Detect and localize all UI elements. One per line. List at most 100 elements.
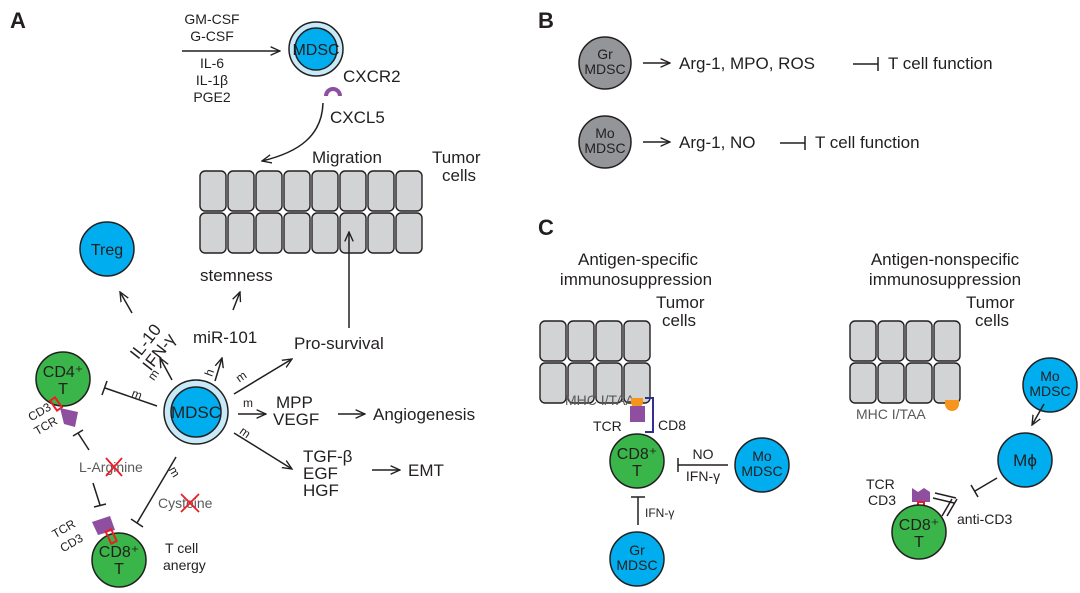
cd4-label: CD4⁺ [43, 364, 83, 381]
mo-to-macrophage-arrow [1032, 403, 1045, 425]
inhibit-bar [101, 380, 108, 396]
cd8-label: CD8⁺ [99, 544, 139, 561]
inducer-gm-csf: GM-CSF [184, 11, 239, 27]
tumor-cell [877, 320, 905, 362]
tumor-cell [283, 170, 311, 212]
tumor-cell [367, 212, 395, 254]
left-cd8-t-cell [609, 433, 665, 489]
tumor-cells-a [199, 170, 423, 254]
tumor-cell [567, 320, 595, 362]
mdsc-inhibit-cd4 [104, 387, 158, 407]
panel-b-label: B [538, 8, 554, 33]
tumor-cell [227, 170, 255, 212]
prosurvival-label: Pro-survival [294, 334, 384, 353]
right-tumor-label-line2: cells [975, 311, 1009, 330]
mo-label: Mo [595, 125, 615, 141]
antigen-icon [631, 398, 643, 408]
right-tumor-label-line1: Tumor [966, 293, 1015, 312]
cd8-label: CD8⁺ [899, 517, 939, 534]
tumor-cell [933, 320, 961, 362]
left-title-line2: immunosuppression [560, 270, 712, 289]
mark-m: m [237, 424, 253, 441]
cd3-red-icon [104, 527, 119, 545]
stemness-arrow [233, 292, 240, 311]
left-tumor-cells [539, 320, 651, 404]
cd4-t-cell [35, 351, 91, 407]
macrophage-inhibit-line [974, 477, 998, 492]
antigen-nonspecific-section: Antigen-nonspecific immunosuppression Tu… [849, 250, 1078, 560]
inhibit-bar [130, 518, 144, 528]
tumor-cell [877, 362, 905, 404]
tumor-cell [539, 320, 567, 362]
hgf-label: HGF [303, 481, 339, 500]
il10-ifn-labels: IL-10 IFN-γ [126, 320, 179, 374]
gr-target: T cell function [888, 54, 993, 73]
cd8-label: CD8⁺ [617, 446, 657, 463]
mo-mdsc-cell [578, 115, 632, 169]
mir101-label: miR-101 [193, 328, 257, 347]
cxcr2-receptor-icon [324, 87, 342, 96]
gr-mdsc-row: Gr MDSC Arg-1, MPO, ROS T cell function [578, 36, 993, 90]
emt-label: EMT [408, 461, 444, 480]
larg-inhibit-bottom [92, 482, 101, 506]
anti-cd3-antibody-icon [932, 492, 958, 517]
mo-mdsc-row: Mo MDSC Arg-1, NO T cell function [578, 115, 920, 169]
migration-arrow [262, 102, 324, 161]
tumor-cell [905, 320, 933, 362]
mo-label: Mo [752, 448, 772, 464]
panel-a-label: A [10, 8, 26, 33]
ifn-gamma-label: IFN-γ [645, 506, 674, 520]
panel-b: B Gr MDSC Arg-1, MPO, ROS T cell functio… [538, 8, 993, 169]
ifn-gamma-label: IFN-γ [686, 468, 720, 484]
tcr-label: TCR [866, 476, 895, 492]
inducer-g-csf: G-CSF [190, 28, 234, 44]
cd8-coreceptor-label: CD8 [658, 417, 686, 433]
tcr-purple-icon [630, 406, 645, 422]
no-label: NO [693, 446, 714, 462]
tumor-cell [199, 170, 227, 212]
mark-m: m [243, 396, 253, 410]
right-cd8-t-cell [891, 504, 947, 560]
left-gr-mdsc-cell [609, 531, 665, 587]
inhibit-bar [72, 429, 84, 437]
gr-mdsc-cell [578, 36, 632, 90]
tumor-cell [395, 212, 423, 254]
tumor-cell [311, 170, 339, 212]
tumor-cell [933, 362, 961, 404]
tcr-purple-icon [60, 408, 78, 427]
tumor-cell [367, 170, 395, 212]
right-title-line2: immunosuppression [869, 270, 1021, 289]
mark-m: m [130, 386, 144, 403]
left-mo-mdsc-cell [734, 437, 790, 493]
left-tumor-label-line2: cells [662, 311, 696, 330]
inhibit-bar [970, 484, 979, 498]
mdsc-label: MDSC [741, 463, 782, 479]
cd8-t-cell [91, 532, 147, 588]
mpp-label: MPP [276, 393, 313, 412]
left-tcr-label: TCR [593, 418, 622, 434]
larg-inhibit-top [77, 432, 90, 451]
treg-label: Treg [91, 242, 123, 259]
tumor-cell [283, 212, 311, 254]
center-mdsc-cell: MDSC [163, 379, 229, 445]
stemness-label: stemness [200, 266, 273, 285]
tumor-cell [567, 362, 595, 404]
anti-cd3-label: anti-CD3 [957, 511, 1012, 527]
tumor-cell [395, 170, 423, 212]
tumor-cell [539, 362, 567, 404]
tumor-cell [849, 320, 877, 362]
antigen-specific-section: Antigen-specific immunosuppression Tumor… [539, 250, 790, 587]
tumor-cell [339, 170, 367, 212]
cd8-t-label: T [914, 534, 924, 551]
treg-cell [79, 221, 135, 277]
gr-label: Gr [597, 46, 613, 62]
tumor-cell [255, 212, 283, 254]
tumor-cell [227, 212, 255, 254]
mdsc-to-tgf-arrow [233, 432, 292, 469]
mark-m: m [233, 368, 249, 385]
mo-target: T cell function [815, 133, 920, 152]
panel-c: C Antigen-specific immunosuppression Tum… [538, 215, 1078, 587]
panel-a: A GM-CSF G-CSF IL-6 IL-1β PGE2 MDSC CXCR… [10, 8, 481, 588]
tumor-cell [623, 320, 651, 362]
inducer-il1b: IL-1β [196, 72, 228, 88]
